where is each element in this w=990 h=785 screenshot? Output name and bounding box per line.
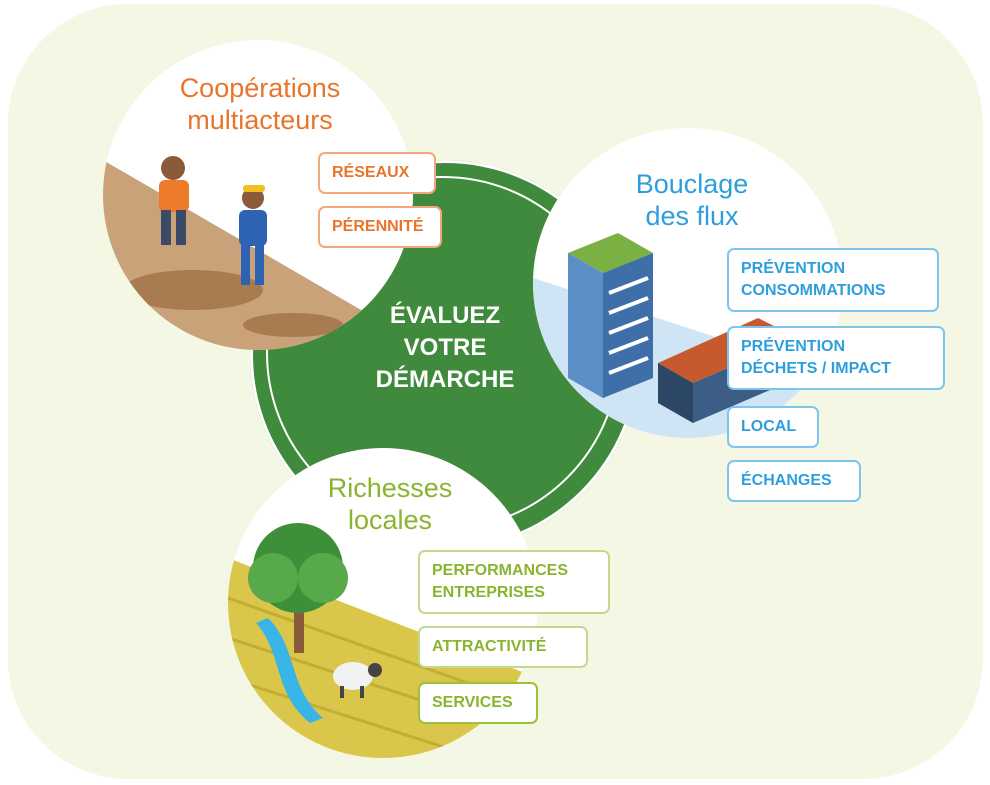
river-icon (256, 618, 323, 723)
tag-performances-entreprises: PERFORMANCES ENTREPRISES (418, 550, 610, 614)
tag-local-label: LOCAL (741, 418, 797, 435)
tag-prevention-consommations: PRÉVENTION CONSOMMATIONS (727, 248, 939, 312)
tag-performances-line-1: PERFORMANCES (432, 562, 569, 579)
tag-echanges: ÉCHANGES (727, 460, 861, 502)
tag-prevention-consommations-line-1: PRÉVENTION (741, 260, 846, 277)
tag-prevention-dechets: PRÉVENTION DÉCHETS / IMPACT (727, 326, 945, 390)
richesses-title-line-1: Richesses (327, 473, 453, 503)
tag-prevention-consommations-line-2: CONSOMMATIONS (741, 282, 886, 299)
tag-prevention-dechets-line-2: DÉCHETS / IMPACT (741, 360, 891, 377)
central-label: ÉVALUEZ VOTRE DÉMARCHE (350, 300, 540, 396)
cooperations-illustration (103, 140, 413, 350)
bouclage-title-line-1: Bouclage (635, 169, 749, 199)
tree-icon (248, 523, 348, 653)
bouclage-title-line-2: des flux (645, 201, 739, 231)
cooperations-title-line-1: Coopérations (179, 73, 341, 103)
cooperations-circle (103, 40, 413, 350)
tag-perennite: PÉRENNITÉ (318, 206, 442, 248)
tag-services-label: SERVICES (432, 694, 513, 711)
tag-echanges-label: ÉCHANGES (741, 472, 832, 489)
tag-prevention-dechets-line-1: PRÉVENTION (741, 338, 846, 355)
tag-local: LOCAL (727, 406, 819, 448)
bouclage-illustration (533, 233, 843, 438)
richesses-title: Richesses locales (300, 472, 480, 536)
building-icon (568, 233, 653, 398)
sheep-icon (333, 662, 382, 698)
cooperations-title-line-2: multiacteurs (187, 105, 333, 135)
tag-perennite-label: PÉRENNITÉ (332, 218, 424, 235)
bouclage-title: Bouclage des flux (612, 168, 772, 232)
tag-reseaux-label: RÉSEAUX (332, 164, 410, 181)
central-line-3: DÉMARCHE (375, 366, 515, 393)
tag-attractivite: ATTRACTIVITÉ (418, 626, 588, 668)
person-2-icon (239, 185, 267, 285)
central-line-1: ÉVALUEZ (389, 302, 501, 329)
tag-performances-line-2: ENTREPRISES (432, 584, 545, 601)
cooperations-title: Coopérations multiacteurs (140, 72, 380, 136)
richesses-title-line-2: locales (347, 505, 433, 535)
tag-services: SERVICES (418, 682, 538, 724)
person-1-icon (159, 156, 189, 245)
central-line-2: VOTRE (403, 334, 487, 361)
tag-attractivite-label: ATTRACTIVITÉ (432, 638, 547, 655)
tag-reseaux: RÉSEAUX (318, 152, 436, 194)
